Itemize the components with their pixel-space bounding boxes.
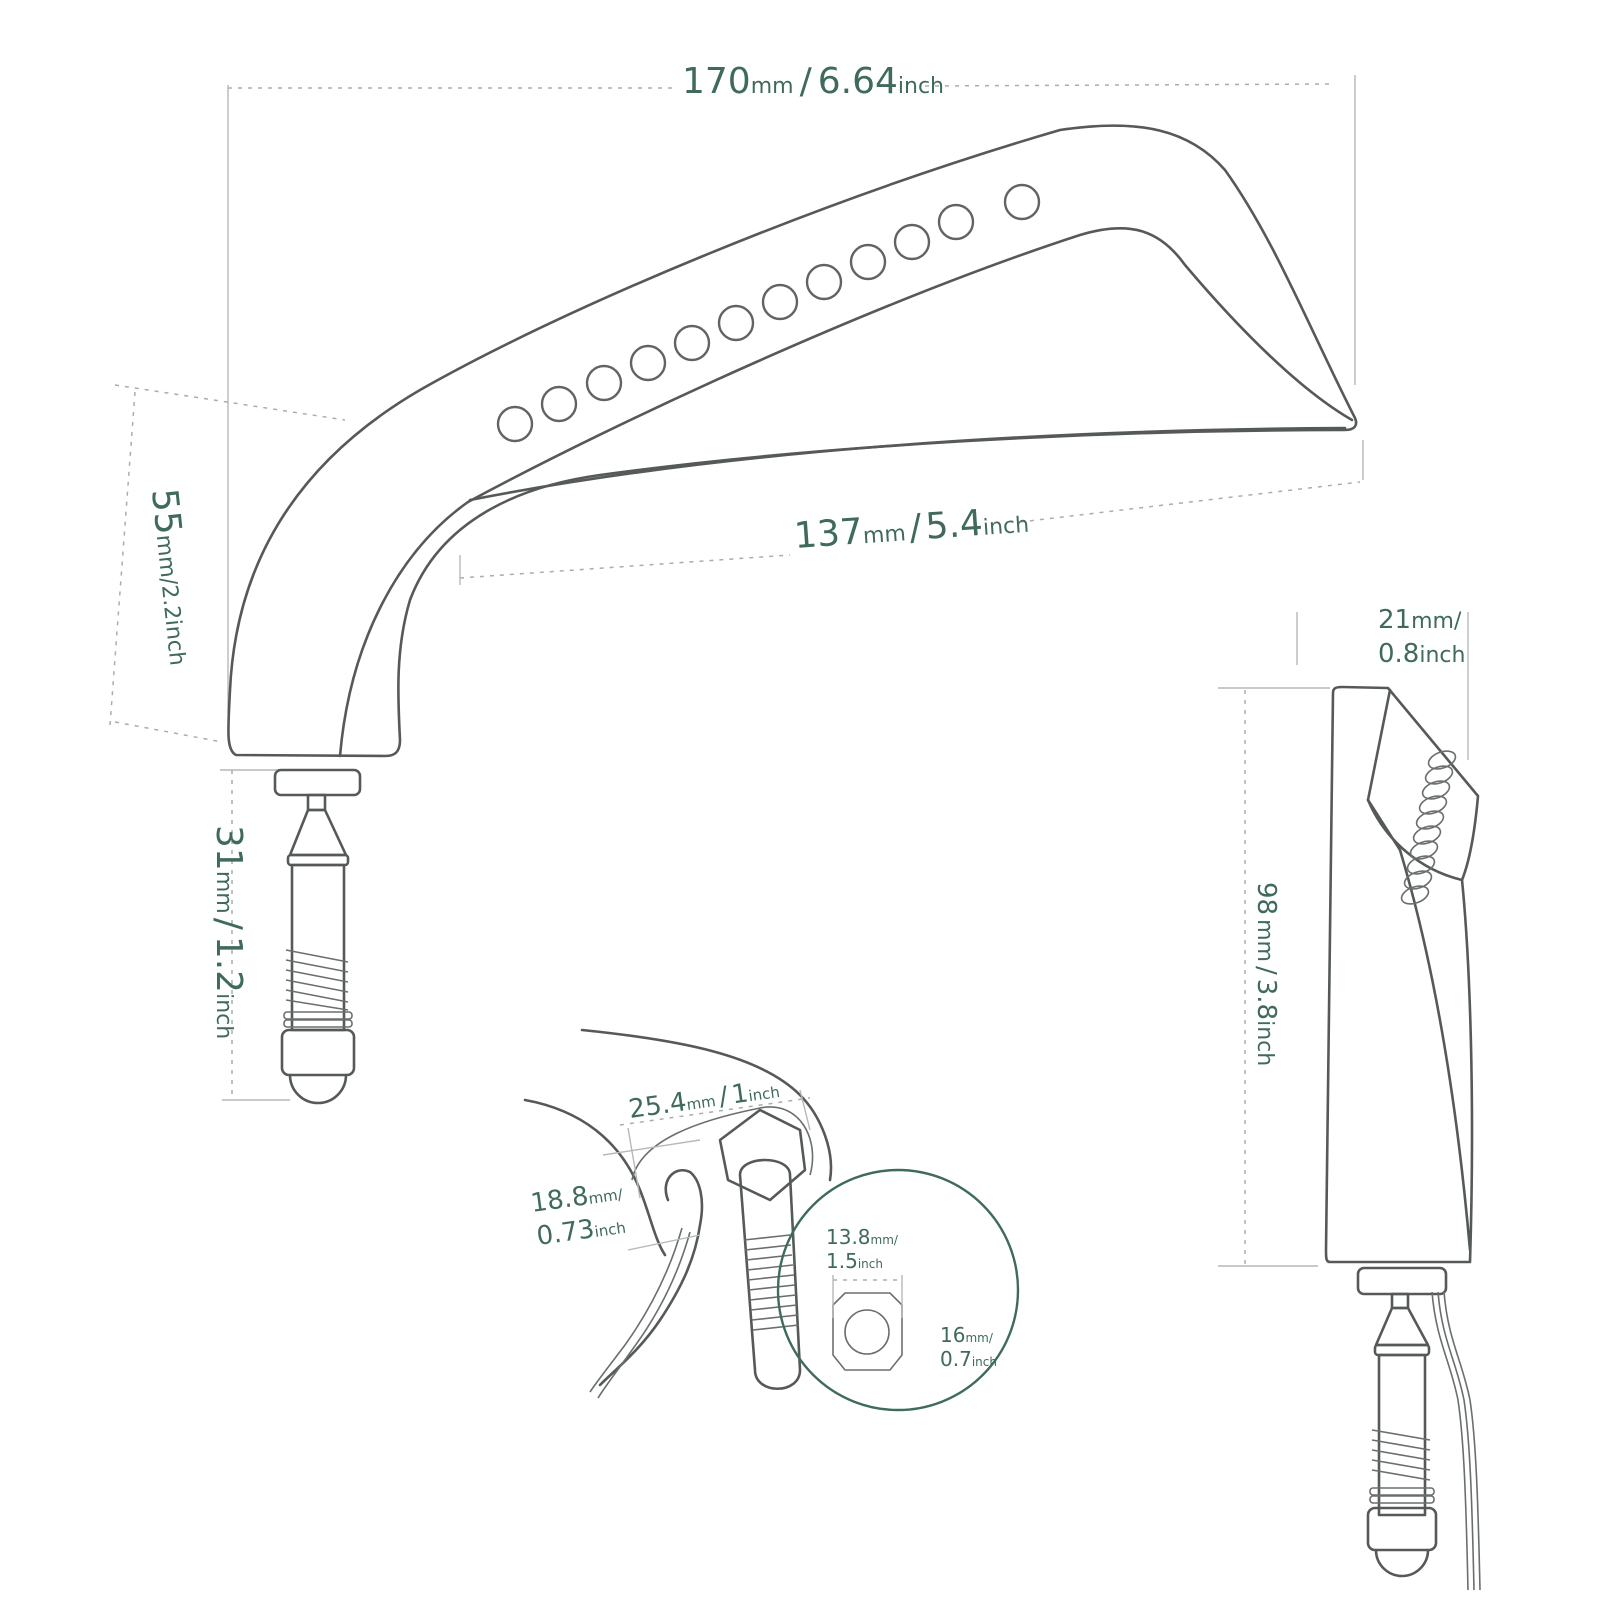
front-view-mirror: 170mm/6.64inch 137mm/5.4inch 55mm/2.2inc… [109,61,1364,1105]
mirror-arm-inner-edge [466,227,1354,504]
clamp-depth-ext-top [602,1139,701,1156]
clamp-depth-ext-bottom [627,1234,701,1251]
arm-dimension-line-right [1019,481,1361,523]
stem-thread [283,949,353,1028]
led-icon [805,263,843,301]
stem-collar [273,768,362,797]
height-ext-bottom [114,721,223,743]
side-body-facet-2 [1366,798,1464,882]
mount-hole [844,1309,890,1355]
handlebar-top-edge [580,1028,833,1182]
nut-width-label-line2: 1.5inch [826,1249,883,1273]
side-thickness-label-line1: 21mm/ [1378,605,1462,635]
total-width-label: 170mm/6.64inch [682,61,944,102]
side-mounting-stem [1356,1266,1481,1591]
hex-nut [718,1108,807,1202]
side-stem-thread [1369,1429,1435,1504]
mount-plate [832,1292,903,1371]
side-stem-collar [1356,1266,1448,1296]
wire-icon [1431,1291,1469,1591]
stem-nut [280,1028,356,1077]
width-dimension-line-right [924,83,1331,87]
clamp-body [631,1106,814,1181]
detail-magnifier-circle [776,1168,1020,1412]
nut-height-label-line2: 0.7inch [940,1347,997,1371]
led-icon [893,223,931,261]
side-height-label: 98mm/3.8inch [1251,882,1281,1066]
mirror-neck-inner-curve [338,500,470,758]
arm-dimension-line-left [459,554,791,579]
side-view-mirror: 21mm/ 0.8inch 98mm/3.8inch [1218,605,1481,1591]
clamp-depth-label-line2: 0.73inch [535,1210,628,1252]
led-icon [849,243,887,281]
clamp-depth-label-line1: 18.8mm/ [529,1176,625,1219]
clamp-bolt [598,1169,704,1387]
stem-cap [288,1073,348,1105]
mirror-stem-bolt [738,1158,802,1391]
base-height-label: 55mm/2.2inch [143,487,202,668]
clamp-width-ext-right [799,1089,811,1131]
led-icon [540,385,578,423]
stem-length-label: 31mm/1.2inch [208,825,249,1039]
mount-detail: 25.4mm/1inch 18.8mm/ 0.73inch 13.8mm/ 1.… [523,1028,1020,1412]
led-icon [937,203,975,241]
wire-icon [1437,1291,1475,1591]
mirror-neck-crease [468,426,1347,502]
side-stem-shaft [1377,1353,1427,1517]
wire-icon [1443,1291,1481,1591]
side-thickness-label-line2: 0.8inch [1378,639,1465,669]
led-icon [496,405,534,443]
nut-height-label-line1: 16mm/ [940,1323,994,1347]
led-icon [673,324,711,362]
led-row [496,183,1041,443]
mounting-stem [273,768,362,1105]
side-stem-nut [1366,1506,1438,1552]
side-led-strip [1400,750,1457,905]
wire-icon [589,1227,683,1393]
side-stem-ring [1373,1343,1431,1357]
stem-ring [286,853,350,867]
led-icon [717,304,755,342]
handlebar-lower-edge [523,1098,667,1257]
side-stem-neck [1390,1292,1410,1310]
led-icon [585,364,623,402]
clamp-width-ext-left [627,1127,641,1199]
wire-icon [597,1231,691,1399]
bolt-thread [743,1234,800,1331]
led-icon [761,283,799,321]
height-ext-top [114,384,346,421]
height-dimension-line [109,391,136,726]
side-body-facet [1366,688,1472,1252]
side-body-outline [1324,685,1480,1264]
led-icon [629,344,667,382]
arm-length-label: 137mm/5.4inch [793,500,1030,557]
stem-neck [306,793,327,812]
nut-width-label-line1: 13.8mm/ [826,1225,899,1249]
side-stem-cap [1374,1548,1430,1578]
stem-cone [288,808,348,857]
clamp-width-dimension-line [619,1097,811,1126]
led-icon [1003,183,1041,221]
side-stem-cone [1374,1306,1430,1347]
mirror-body-outline [227,124,1358,758]
clamp-width-label: 25.4mm/1inch [627,1074,782,1125]
